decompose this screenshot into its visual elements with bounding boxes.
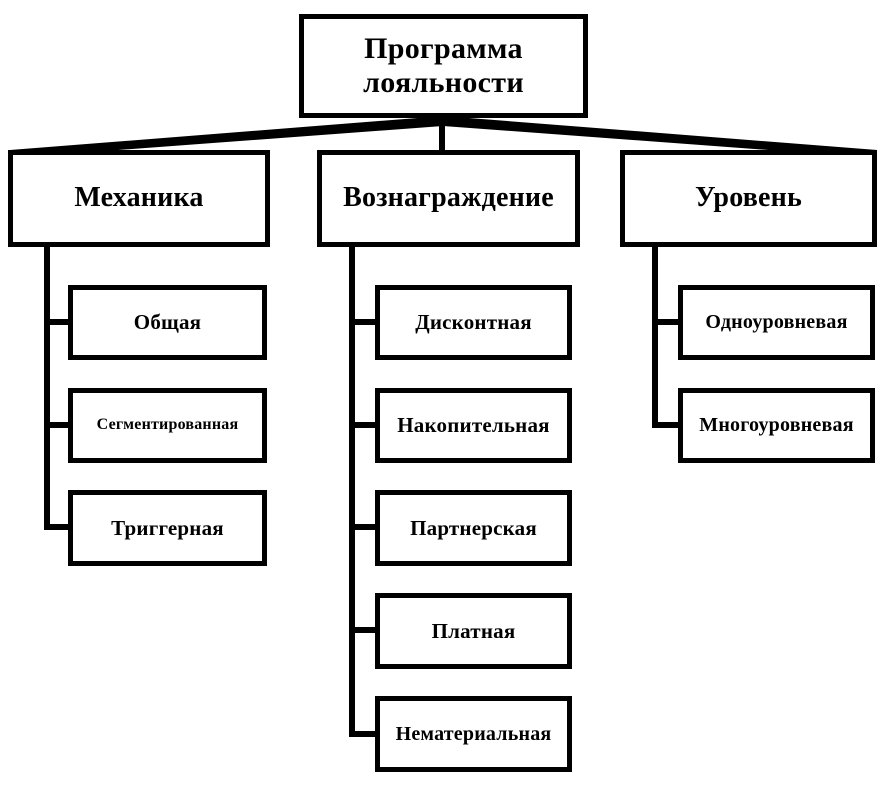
stub-branch-0-child-0 — [44, 319, 70, 325]
node-branch-0-label: Механика — [74, 182, 204, 214]
node-branch-0-child-1-label: Сегментированная — [96, 416, 239, 434]
trunk-branch-0 — [44, 247, 50, 530]
node-branch-1-child-3[interactable]: Платная — [375, 593, 572, 669]
node-branch-1-child-0[interactable]: Дисконтная — [375, 285, 572, 360]
node-branch-2-child-1[interactable]: Многоуровневая — [678, 388, 875, 463]
stub-branch-1-child-1 — [349, 422, 377, 428]
stub-branch-1-child-2 — [349, 524, 377, 530]
node-branch-2-child-0-label: Одноуровневая — [705, 311, 848, 333]
node-branch-2-label: Уровень — [694, 182, 802, 214]
stub-branch-2-child-1 — [652, 422, 680, 428]
node-branch-1-child-1-label: Накопительная — [397, 413, 550, 438]
node-branch-1-child-0-label: Дисконтная — [415, 310, 532, 335]
node-branch-0-child-0[interactable]: Общая — [68, 285, 267, 360]
node-branch-1[interactable]: Вознаграждение — [317, 150, 580, 247]
node-branch-2[interactable]: Уровень — [620, 150, 877, 247]
node-branch-0-child-0-label: Общая — [133, 310, 202, 335]
trunk-branch-2 — [652, 247, 658, 428]
node-branch-1-child-2-label: Партнерская — [410, 515, 537, 540]
stub-branch-1-child-0 — [349, 319, 377, 325]
node-branch-2-child-1-label: Многоуровневая — [699, 414, 854, 436]
node-branch-1-child-2[interactable]: Партнерская — [375, 490, 572, 566]
trunk-branch-1 — [349, 247, 355, 737]
node-branch-1-child-4-label: Нематериальная — [395, 722, 552, 745]
node-branch-0-child-1[interactable]: Сегментированная — [68, 388, 267, 463]
node-branch-1-child-3-label: Платная — [431, 618, 516, 643]
node-branch-0-child-2-label: Триггерная — [111, 515, 224, 540]
stub-branch-0-child-1 — [44, 422, 70, 428]
node-branch-1-label: Вознаграждение — [343, 182, 554, 214]
node-branch-2-child-0[interactable]: Одноуровневая — [678, 285, 875, 360]
node-root-label: Программа лояльности — [363, 31, 524, 100]
node-branch-0[interactable]: Механика — [8, 150, 270, 247]
node-branch-1-child-1[interactable]: Накопительная — [375, 388, 572, 463]
stub-branch-1-child-3 — [349, 627, 377, 633]
node-branch-0-child-2[interactable]: Триггерная — [68, 490, 267, 566]
stub-branch-0-child-2 — [44, 524, 70, 530]
connector-root-to-branch-1 — [439, 116, 445, 152]
stub-branch-1-child-4 — [349, 731, 377, 737]
node-branch-1-child-4[interactable]: Нематериальная — [375, 696, 572, 772]
stub-branch-2-child-0 — [652, 319, 680, 325]
node-root[interactable]: Программа лояльности — [299, 14, 588, 118]
